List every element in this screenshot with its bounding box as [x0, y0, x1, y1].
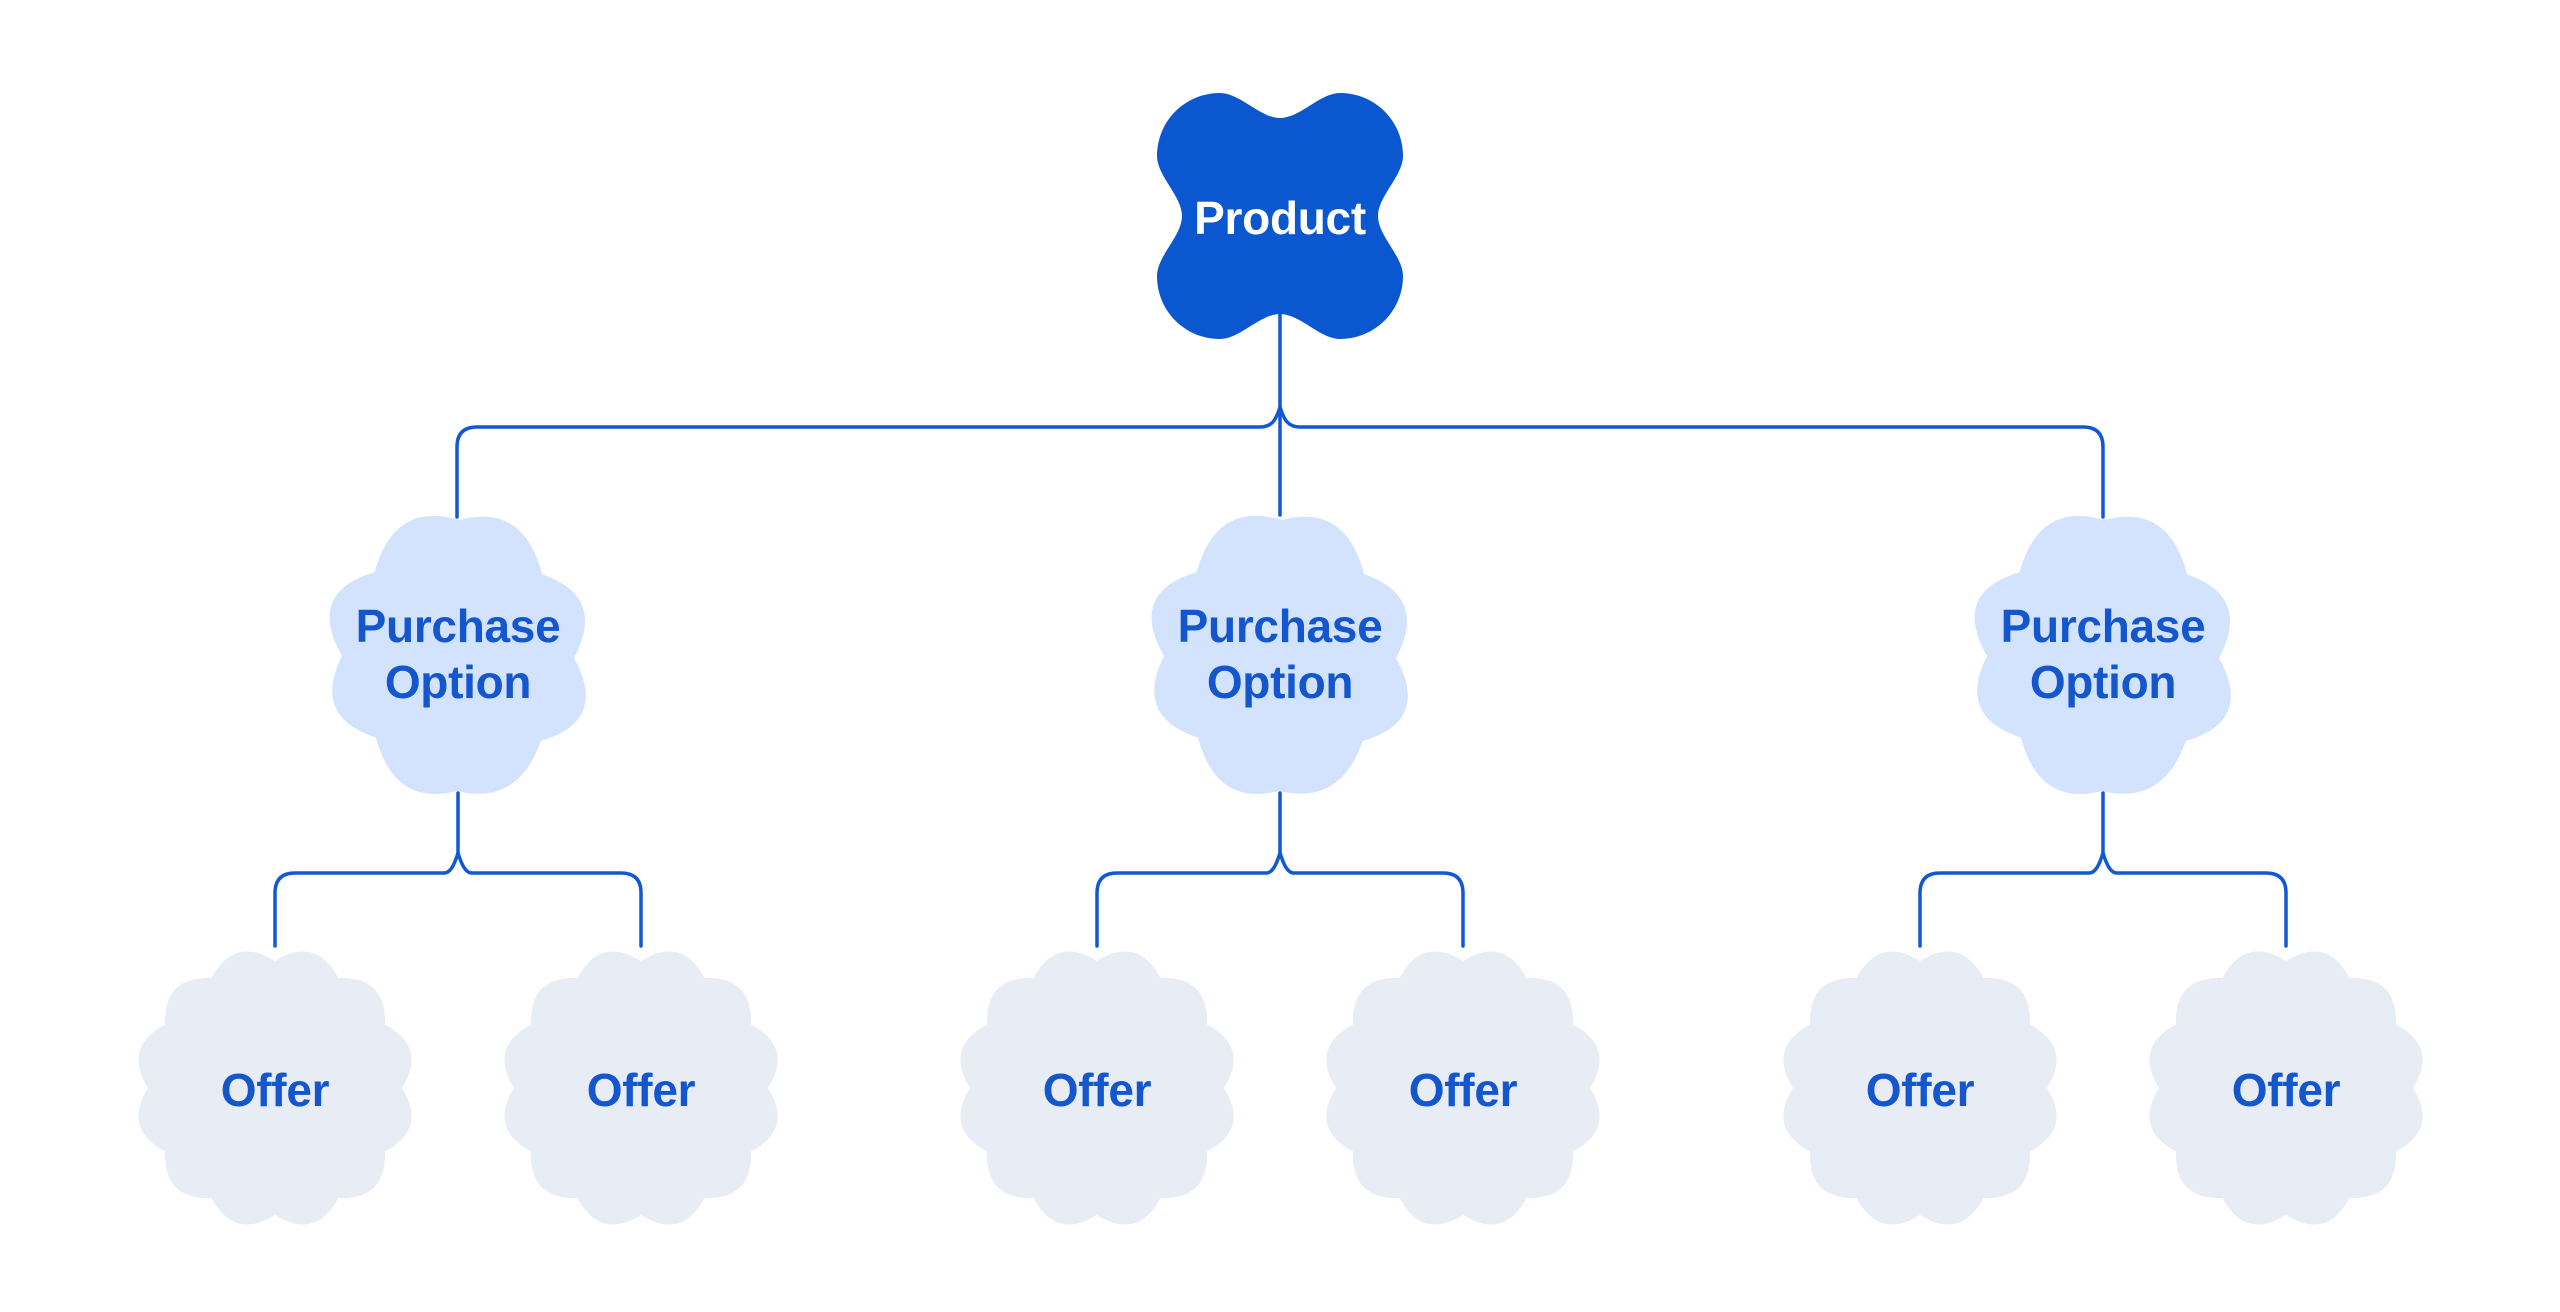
offer-6-shape	[2149, 951, 2423, 1225]
connector-po3-rail	[1918, 851, 2288, 948]
offer-1-shape	[138, 951, 412, 1225]
connector-po1-rail	[273, 851, 643, 948]
product-node-shape	[1157, 93, 1403, 339]
connector-po2-rail	[1095, 851, 1465, 948]
offer-5-shape	[1783, 951, 2057, 1225]
purchase-option-3-shape	[1974, 515, 2231, 794]
connector-level1-rail	[455, 405, 2105, 519]
offer-4-shape	[1326, 951, 1600, 1225]
purchase-option-1-shape	[329, 515, 586, 794]
node-shapes	[138, 93, 2423, 1225]
connector-lines	[273, 311, 2288, 948]
purchase-option-2-shape	[1151, 515, 1408, 794]
offer-2-shape	[504, 951, 778, 1225]
offer-3-shape	[960, 951, 1234, 1225]
